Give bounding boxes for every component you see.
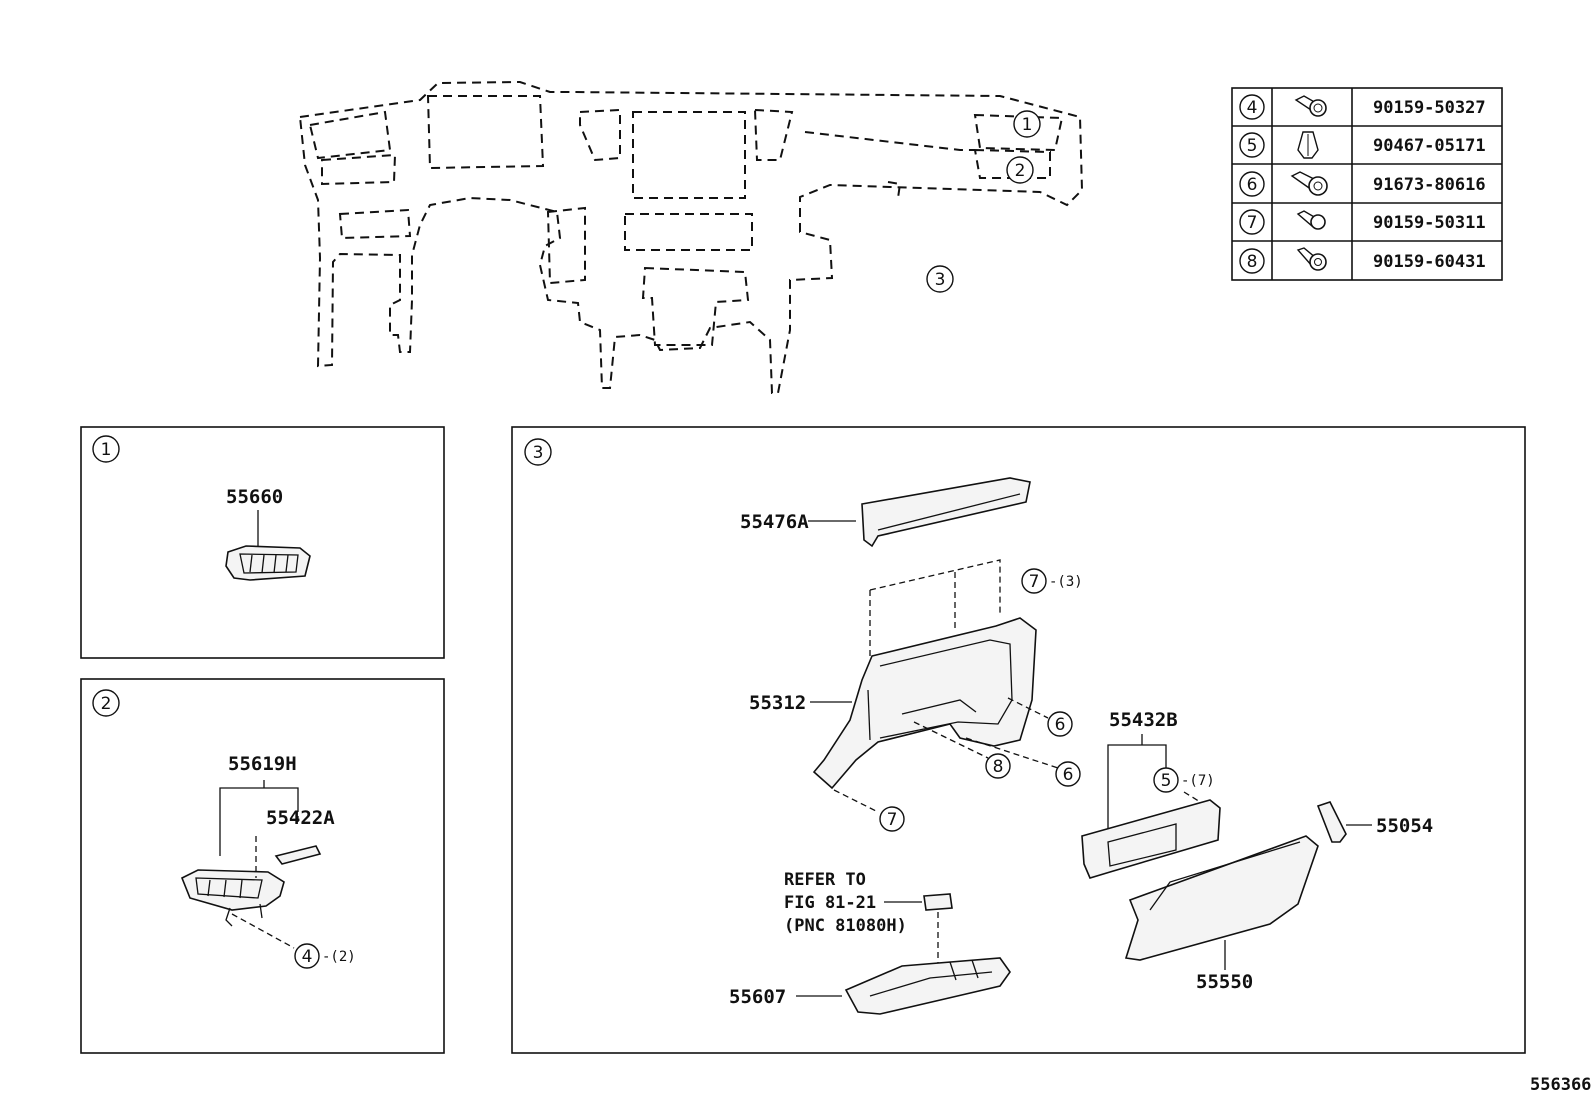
svg-text:FIG 81-21: FIG 81-21: [784, 893, 876, 913]
svg-text:7: 7: [1029, 572, 1040, 592]
detail-3-fastener-5[interactable]: 5 -(7): [1153, 767, 1215, 793]
svg-text:4: 4: [302, 947, 313, 967]
svg-text:90159-50311: 90159-50311: [1373, 213, 1486, 233]
part-label-55312[interactable]: 55312: [749, 692, 806, 714]
svg-text:8: 8: [993, 757, 1004, 777]
svg-text:1: 1: [101, 440, 112, 460]
overview-callout-1[interactable]: 1: [1013, 110, 1041, 138]
detail-3-fastener-6-upper[interactable]: 6: [1047, 711, 1073, 737]
part-label-55660[interactable]: 55660: [226, 486, 283, 508]
svg-text:1: 1: [1022, 115, 1033, 135]
svg-text:4: 4: [1247, 98, 1258, 118]
svg-text:91673-80616: 91673-80616: [1373, 175, 1486, 195]
detail-box-3: 3 55476A 7 -(3) 55312 6: [511, 426, 1526, 1054]
part-label-55476A[interactable]: 55476A: [740, 511, 809, 533]
detail-3-fastener-7-top[interactable]: 7 -(3): [1021, 568, 1083, 594]
svg-text:7: 7: [887, 810, 898, 830]
part-label-55054[interactable]: 55054: [1376, 815, 1433, 837]
svg-text:2: 2: [1015, 161, 1026, 181]
bolt-icon: [1294, 95, 1327, 117]
damper-55054[interactable]: [1316, 801, 1347, 843]
svg-text:90159-50327: 90159-50327: [1373, 98, 1486, 118]
part-label-55432B[interactable]: 55432B: [1109, 709, 1178, 731]
svg-text:-(7): -(7): [1181, 773, 1215, 789]
bolt-icon: [1290, 171, 1328, 196]
svg-text:5: 5: [1247, 136, 1258, 156]
overview-callout-3[interactable]: 3: [926, 265, 954, 293]
svg-text:6: 6: [1063, 765, 1074, 785]
detail-box-1: 1 55660: [80, 426, 445, 659]
screw-icon: [1296, 247, 1327, 271]
fastener-row-5[interactable]: 5 90467-05171: [1239, 131, 1486, 159]
detail-1-callout: 1: [92, 435, 120, 463]
detail-3-fastener-8[interactable]: 8: [985, 753, 1011, 779]
svg-text:-(2): -(2): [322, 949, 356, 965]
screw-icon: [1296, 210, 1326, 230]
overview-callout-2[interactable]: 2: [1006, 156, 1034, 184]
svg-text:90159-60431: 90159-60431: [1373, 252, 1486, 272]
air-vent-part[interactable]: [225, 545, 311, 581]
svg-text:(PNC 81080H): (PNC 81080H): [784, 916, 907, 936]
detail-2-fastener-4[interactable]: 4 -(2): [294, 943, 356, 969]
part-label-55607[interactable]: 55607: [729, 986, 786, 1008]
svg-text:3: 3: [533, 443, 544, 463]
svg-text:-(3): -(3): [1049, 574, 1083, 590]
trim-part-55422A[interactable]: [274, 845, 322, 865]
vent-assembly-55619H[interactable]: [180, 869, 285, 927]
detail-3-fastener-7-bottom[interactable]: 7: [879, 806, 905, 832]
svg-text:7: 7: [1247, 213, 1258, 233]
diagram-id: 556366: [1530, 1075, 1591, 1095]
lower-panel-55607[interactable]: [844, 957, 1011, 1015]
svg-text:REFER TO: REFER TO: [784, 870, 866, 890]
svg-text:3: 3: [935, 270, 946, 290]
fastener-row-4[interactable]: 4 90159-50327: [1239, 94, 1486, 120]
svg-text:6: 6: [1055, 715, 1066, 735]
upper-cover-55476A[interactable]: [861, 477, 1031, 548]
part-label-55619H[interactable]: 55619H: [228, 753, 297, 775]
part-label-55550[interactable]: 55550: [1196, 971, 1253, 993]
glove-box-door-55550[interactable]: [1124, 835, 1319, 961]
svg-text:2: 2: [101, 694, 112, 714]
svg-text:5: 5: [1161, 771, 1172, 791]
fastener-row-7[interactable]: 7 90159-50311: [1239, 209, 1486, 235]
switch-part-81080H[interactable]: [923, 893, 953, 911]
fastener-row-8[interactable]: 8 90159-60431: [1239, 247, 1486, 274]
detail-3-callout: 3: [524, 438, 552, 466]
fastener-table: [1231, 87, 1503, 281]
detail-2-callout: 2: [92, 689, 120, 717]
svg-text:6: 6: [1247, 175, 1258, 195]
instrument-panel-overview: [298, 80, 1084, 394]
svg-text:90467-05171: 90467-05171: [1373, 136, 1486, 156]
glove-box-door-inner-55432B[interactable]: [1081, 799, 1221, 879]
svg-text:8: 8: [1247, 252, 1258, 272]
detail-box-2: 2 55619H 55422A 4 -(2): [80, 678, 445, 1054]
detail-3-fastener-6-lower[interactable]: 6: [1055, 761, 1081, 787]
refer-note: REFER TO FIG 81-21 (PNC 81080H): [784, 870, 907, 936]
part-label-55422A[interactable]: 55422A: [266, 807, 335, 829]
fastener-row-6[interactable]: 6 91673-80616: [1239, 171, 1486, 197]
clip-icon: [1297, 131, 1319, 159]
